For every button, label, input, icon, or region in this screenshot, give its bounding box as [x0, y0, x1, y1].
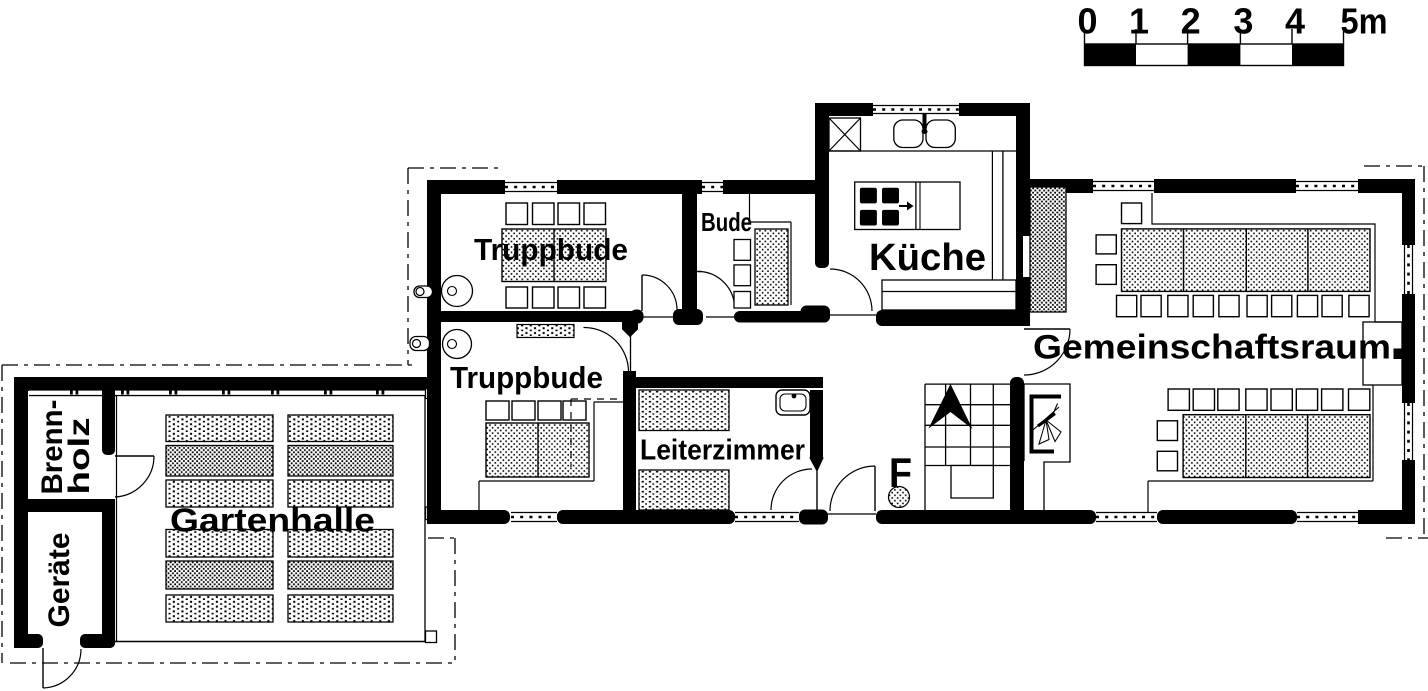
svg-text:holz: holz: [63, 418, 96, 495]
svg-text:F: F: [889, 449, 912, 496]
svg-text:Truppbude: Truppbude: [474, 232, 628, 267]
svg-text:5m: 5m: [1341, 1, 1388, 42]
svg-text:0: 0: [1077, 1, 1097, 42]
svg-text:Geräte: Geräte: [43, 533, 76, 628]
svg-text:Bude: Bude: [701, 207, 752, 237]
svg-text:1: 1: [1129, 1, 1149, 42]
svg-text:Leiterzimmer: Leiterzimmer: [640, 435, 805, 467]
svg-text:Gartenhalle: Gartenhalle: [170, 502, 375, 539]
svg-text:Küche: Küche: [869, 237, 986, 279]
svg-text:Gemeinschaftsraum: Gemeinschaftsraum: [1033, 329, 1391, 367]
svg-text:Brenn-: Brenn-: [36, 400, 69, 495]
svg-text:3: 3: [1233, 1, 1253, 42]
svg-text:Truppbude: Truppbude: [450, 360, 603, 395]
svg-text:2: 2: [1181, 1, 1201, 42]
svg-text:4: 4: [1285, 1, 1305, 42]
